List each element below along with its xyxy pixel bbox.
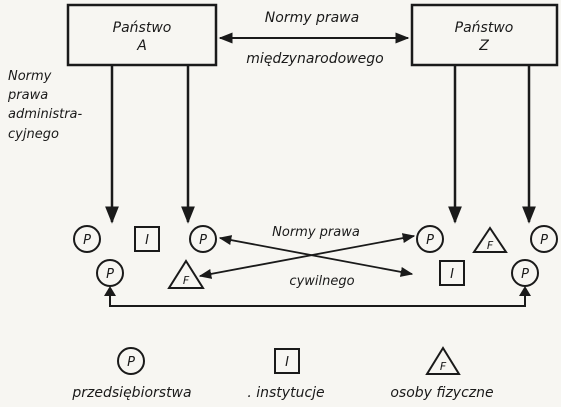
enterprise-a1-symbol: P: [73, 225, 101, 253]
svg-text:I: I: [450, 267, 454, 282]
svg-text:P: P: [426, 233, 434, 248]
enterprise-a3-symbol: P: [96, 259, 124, 287]
svg-text:Normy: Normy: [8, 69, 52, 84]
svg-text:F: F: [440, 360, 447, 373]
enterprise-z3-symbol: P: [511, 259, 539, 287]
civil-law-label-line1: Normy prawa: [272, 225, 360, 240]
civil-law-arrow-2: [198, 233, 416, 279]
legend: P przedsiębiorstwa I . instytucje F osob…: [71, 346, 494, 401]
state-z-box: Państwo Z: [410, 3, 559, 67]
svg-text:cyjnego: cyjnego: [8, 127, 59, 142]
person-z1-symbol: F: [472, 226, 508, 253]
legend-institution-icon: I: [274, 348, 300, 374]
svg-text:P: P: [106, 267, 114, 282]
state-z-label: Państwo: [455, 20, 514, 36]
enterprise-z2-symbol: P: [530, 225, 558, 253]
svg-text:P: P: [540, 233, 548, 248]
enterprise-link-bracket: [109, 293, 526, 307]
state-a-letter: A: [136, 38, 147, 54]
svg-text:P: P: [83, 233, 91, 248]
svg-text:P: P: [199, 233, 207, 248]
svg-text:P: P: [521, 267, 529, 282]
enterprise-z1-symbol: P: [416, 225, 444, 253]
bracket-arrowhead-left: [104, 286, 116, 296]
state-z-letter: Z: [478, 38, 489, 54]
svg-text:prawa: prawa: [7, 88, 48, 103]
bracket-arrowhead-right: [519, 286, 531, 296]
state-a-box: Państwo A: [66, 3, 218, 67]
svg-text:F: F: [183, 274, 190, 287]
legend-persons-label: osoby fizyczne: [390, 385, 493, 401]
legend-enterprise-icon: P: [117, 347, 145, 375]
admin-law-label: Normy prawa administra- cyjnego: [7, 69, 83, 142]
svg-text:administra-: administra-: [8, 107, 83, 122]
legend-institutions-label: . instytucje: [247, 385, 324, 401]
state-a-label: Państwo: [113, 20, 172, 36]
legend-person-icon: F: [425, 346, 461, 375]
svg-text:I: I: [145, 233, 149, 248]
civil-law-arrow-1: [218, 235, 414, 277]
institution-a1-symbol: I: [134, 226, 160, 252]
svg-text:P: P: [127, 355, 135, 370]
intl-law-label-line2: międzynarodowego: [246, 51, 383, 67]
civil-law-label-line2: cywilnego: [289, 274, 354, 289]
institution-z1-symbol: I: [439, 260, 465, 286]
intl-law-label-line1: Normy prawa: [265, 10, 359, 26]
svg-text:F: F: [487, 239, 494, 252]
svg-text:I: I: [285, 355, 289, 370]
person-a1-symbol: F: [167, 259, 205, 289]
legend-enterprises-label: przedsiębiorstwa: [71, 385, 191, 401]
enterprise-a2-symbol: P: [189, 225, 217, 253]
